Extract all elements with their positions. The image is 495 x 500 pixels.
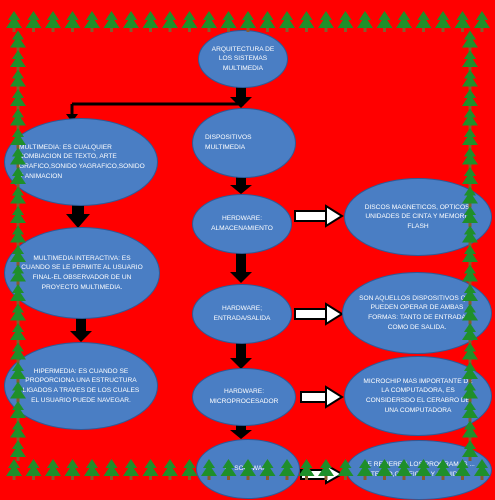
node-text: MICROCHIP MAS IMPORTANTE DE LA COMPUTADO… [363, 377, 473, 414]
multimedia-definition-node: MULTIMEDIA: ES CUALQUIER COMBIACION DE T… [4, 118, 158, 206]
storage-description-node: DISCOS MAGNETICOS, OPTICOS, UNIDADES DE … [344, 178, 492, 256]
software-node: EL SOFTWARE [196, 439, 300, 499]
node-text: HARDWARE; ENTRADA/SALIDA [213, 305, 271, 322]
microprocessor-hardware-node: HARDWARE: MICROPROCESADOR [192, 368, 296, 426]
io-description-node: SON AQUELLOS DISPOSITIVOS QUE PUEDEN OPE… [342, 272, 492, 354]
arrow-icon [230, 343, 252, 369]
node-text: MULTIMEDIA INTERACTIVA: ES CUANDO SE LE … [21, 254, 143, 291]
node-text: HERDWARE: ALMACENAMIENTO [211, 215, 273, 232]
arrow-icon [70, 318, 92, 342]
hypermedia-node: HIPERMEDIA: ES CUANDO SE PROPORCIONA UNA… [4, 342, 158, 430]
node-text: EL SOFTWARE [224, 465, 272, 473]
arrow-icon [230, 177, 252, 194]
node-text: DISCOS MAGNETICOS, OPTICOS, UNIDADES DE … [364, 203, 472, 230]
software-description-node: SE REFIERE A LOS PROGRAMAS ... TEXTO,GRA… [346, 440, 492, 500]
devices-node: DISPOSITIVOS MULTIMEDIA [192, 108, 296, 178]
interactive-multimedia-node: MULTIMEDIA INTERACTIVA: ES CUANDO SE LE … [4, 227, 160, 319]
arrow-icon [230, 425, 252, 439]
node-text: SON AQUELLOS DISPOSITIVOS QUE PUEDEN OPE… [359, 294, 475, 331]
storage-hardware-node: HERDWARE: ALMACENAMIENTO [192, 194, 292, 254]
io-hardware-node: HARDWARE; ENTRADA/SALIDA [192, 284, 292, 344]
node-text: SE REFIERE A LOS PROGRAMAS ... TEXTO,GRA… [363, 461, 475, 478]
arrow-icon [300, 385, 344, 409]
arrow-icon [66, 205, 90, 228]
title-text: ARQUITECTURA DE LOS SISTEMAS MULTIMEDIA [211, 45, 275, 72]
arrow-icon [294, 302, 344, 326]
arrow-icon [300, 463, 345, 485]
node-text: MULTIMEDIA: ES CUALQUIER COMBIACION DE T… [19, 143, 145, 180]
title-node: ARQUITECTURA DE LOS SISTEMAS MULTIMEDIA [198, 30, 288, 88]
node-text: DISPOSITIVOS MULTIMEDIA [205, 134, 252, 151]
arrow-icon [230, 253, 252, 283]
microprocessor-description-node: MICROCHIP MAS IMPORTANTE DE LA COMPUTADO… [344, 356, 492, 436]
node-text: HIPERMEDIA: ES CUANDO SE PROPORCIONA UNA… [22, 367, 140, 404]
arrow-icon [294, 204, 344, 228]
arrow-icon [230, 86, 252, 108]
node-text: HARDWARE: MICROPROCESADOR [209, 388, 279, 405]
